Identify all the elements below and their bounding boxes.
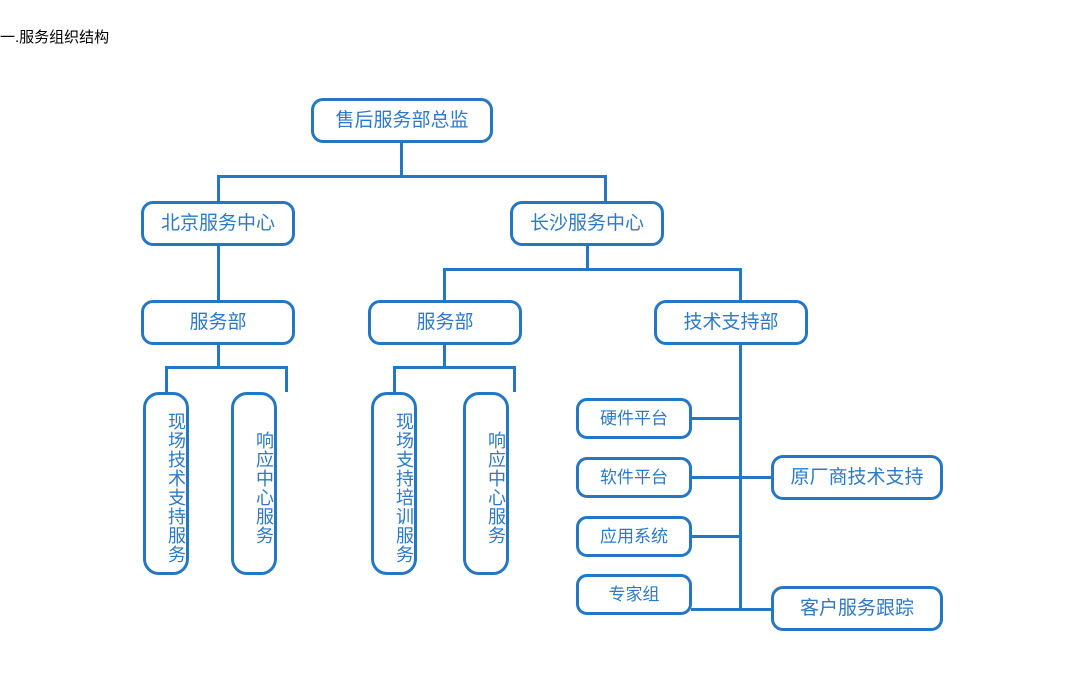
connector-to-cs-response [513, 366, 516, 392]
node-director[interactable]: 售后服务部总监 [311, 98, 493, 143]
node-bj-onsite-tech-support[interactable]: 现场技术支持服务 [143, 392, 189, 575]
node-software-platform-label: 软件平台 [600, 467, 668, 487]
connector-to-bj-onsite [165, 366, 168, 392]
node-cs-onsite-training[interactable]: 现场支持培训服务 [371, 392, 417, 575]
connector-spine-to-experts [691, 608, 742, 611]
node-cs-onsite-training-label: 现场支持培训服务 [394, 412, 414, 564]
node-vendor-tech-support[interactable]: 原厂商技术支持 [771, 455, 943, 500]
connector-bj-children-bus [165, 366, 288, 369]
connector-to-bj-response [285, 366, 288, 392]
node-cs-response-center-label: 响应中心服务 [486, 431, 506, 545]
node-beijing-center-label: 北京服务中心 [160, 212, 275, 234]
node-hardware-platform-label: 硬件平台 [600, 408, 668, 428]
connector-to-changsha [604, 175, 607, 202]
connector-to-beijing [217, 175, 220, 202]
connector-spine-to-software [691, 476, 742, 479]
connector-to-cs-onsite [393, 366, 396, 392]
node-customer-service-tracking[interactable]: 客户服务跟踪 [771, 586, 943, 631]
connector-spine-to-vendor-support [739, 476, 773, 479]
connector-bj-service-down [217, 345, 220, 368]
node-changsha-service-dept[interactable]: 服务部 [368, 300, 522, 345]
node-customer-service-tracking-label: 客户服务跟踪 [799, 597, 914, 619]
node-hardware-platform[interactable]: 硬件平台 [576, 398, 692, 439]
connector-spine-to-hardware [691, 417, 742, 420]
node-bj-response-center-label: 响应中心服务 [254, 431, 274, 545]
node-beijing-service-dept-label: 服务部 [189, 311, 247, 333]
node-application-system-label: 应用系统 [600, 526, 668, 546]
node-tech-support-dept[interactable]: 技术支持部 [654, 300, 808, 345]
connector-to-tech-support [739, 268, 742, 301]
node-bj-response-center[interactable]: 响应中心服务 [231, 392, 277, 575]
connector-beijing-down [217, 246, 220, 301]
node-changsha-center[interactable]: 长沙服务中心 [510, 201, 664, 246]
node-software-platform[interactable]: 软件平台 [576, 457, 692, 498]
node-beijing-service-dept[interactable]: 服务部 [141, 300, 295, 345]
node-changsha-service-dept-label: 服务部 [416, 311, 474, 333]
connector-level2-bus [443, 268, 742, 271]
node-changsha-center-label: 长沙服务中心 [529, 212, 644, 234]
connector-level1-bus [217, 175, 607, 178]
node-expert-group-label: 专家组 [608, 584, 660, 604]
connector-changsha-down [586, 246, 589, 270]
connector-spine-to-application [691, 535, 742, 538]
node-expert-group[interactable]: 专家组 [576, 574, 692, 615]
node-director-label: 售后服务部总监 [335, 109, 469, 131]
connector-director-down [400, 143, 403, 177]
node-cs-response-center[interactable]: 响应中心服务 [463, 392, 509, 575]
page-title: 一.服务组织结构 [0, 29, 110, 46]
node-vendor-tech-support-label: 原厂商技术支持 [790, 466, 924, 488]
node-bj-onsite-tech-support-label: 现场技术支持服务 [166, 412, 186, 564]
connector-spine-to-service-track [739, 608, 773, 611]
connector-cs-service-down [443, 345, 446, 368]
connector-to-cs-service [443, 268, 446, 301]
connector-cs-children-bus [393, 366, 516, 369]
node-tech-support-dept-label: 技术支持部 [683, 311, 779, 333]
node-application-system[interactable]: 应用系统 [576, 516, 692, 557]
node-beijing-center[interactable]: 北京服务中心 [141, 201, 295, 246]
